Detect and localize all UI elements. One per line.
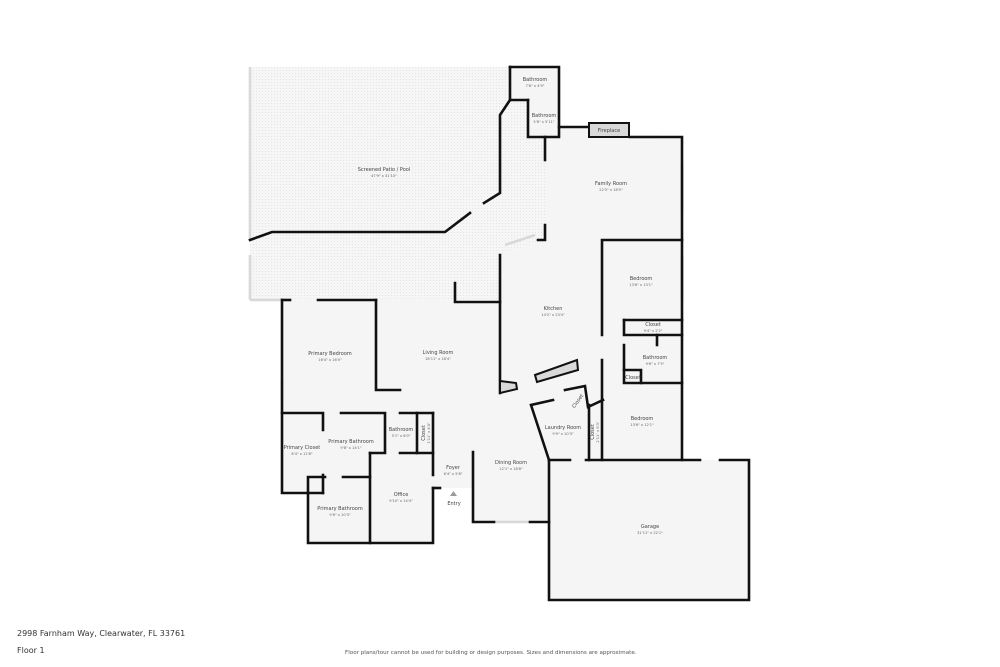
room-name: Living Room: [423, 350, 454, 356]
room-dims: 31'11" x 22'1": [637, 531, 663, 535]
room-dims: 6'4" x 12'8": [291, 452, 312, 456]
room-dims: 18'11" x 18'4": [425, 357, 451, 361]
room-name: Bathroom: [389, 427, 414, 433]
room-name: Closet: [421, 425, 427, 441]
room-name: Closet: [625, 375, 641, 381]
room-dims: 9'9" x 10'3": [552, 432, 573, 436]
room-name: Garage: [641, 524, 659, 530]
room-dims: 13'6" x 12'1": [630, 423, 654, 427]
room-name: Fireplace: [598, 128, 620, 134]
room-dims: 1'11" x 4'4": [427, 422, 431, 443]
room-dims: 22'5" x 18'5": [599, 188, 623, 192]
room-dims: 9'10" x 14'4": [389, 499, 413, 503]
room-dims: 9'6" x 10'3": [329, 513, 350, 517]
room-dims: 12'1" x 18'8": [499, 467, 523, 471]
room-dims: 5'1" x 6'0": [392, 434, 411, 438]
room-name: Bathroom: [532, 113, 557, 119]
room-name: Bathroom: [523, 77, 548, 83]
room-name: Bedroom: [630, 276, 653, 282]
garage-floor: [549, 460, 749, 600]
room-dims: 2'11" x 6'3": [596, 421, 600, 442]
room-name: Primary Closet: [284, 445, 321, 451]
room-dims: 7'8" x 4'9": [526, 84, 545, 88]
room-dims: 9'4" x 2'2": [644, 329, 663, 333]
room-name: Kitchen: [544, 306, 563, 312]
property-address: 2998 Farnham Way, Clearwater, FL 33761: [17, 629, 186, 638]
entry-arrow-icon: [450, 491, 457, 496]
room-dims: 14'2" x 23'4": [541, 313, 565, 317]
room-name: Dining Room: [495, 460, 527, 466]
room-name: Primary Bathroom: [317, 506, 363, 512]
room-dims: 16'4" x 16'0": [318, 358, 342, 362]
room-name: Closet: [590, 424, 596, 440]
floor-label: Floor 1: [17, 646, 45, 655]
floor-areas: [250, 67, 749, 600]
room-name: Family Room: [595, 181, 627, 187]
room-name: Bathroom: [643, 355, 668, 361]
room-dims: 9'6" x 7'5": [646, 362, 665, 366]
fireplace: [588, 122, 630, 138]
room-name: Screened Patio / Pool: [358, 167, 411, 173]
room-name: Office: [394, 492, 409, 498]
kitchen-island: [533, 358, 580, 384]
room-dims: 9'8" x 14'1": [340, 446, 361, 450]
room-dims: 13'6" x 13'1": [629, 283, 653, 287]
entry-label: Entry: [447, 501, 460, 507]
room-name: Laundry Room: [545, 425, 581, 431]
patio-floor: [250, 67, 545, 300]
house-floor: [282, 67, 682, 543]
room-name: Primary Bathroom: [328, 439, 374, 445]
room-dims: 5'8" x 5'11": [533, 120, 554, 124]
counter: [499, 379, 519, 395]
disclaimer: Floor plans/tour cannot be used for buil…: [345, 650, 637, 656]
room-dims: 47'9" x 31'10": [371, 174, 397, 178]
room-name: Bedroom: [631, 416, 654, 422]
fixtures: [450, 122, 630, 496]
room-name: Primary Bedroom: [308, 351, 352, 357]
walls: [248, 65, 751, 602]
room-dims: 6'4" x 5'8": [444, 472, 463, 476]
room-name: Foyer: [446, 465, 461, 471]
room-name: Closet: [645, 322, 661, 328]
